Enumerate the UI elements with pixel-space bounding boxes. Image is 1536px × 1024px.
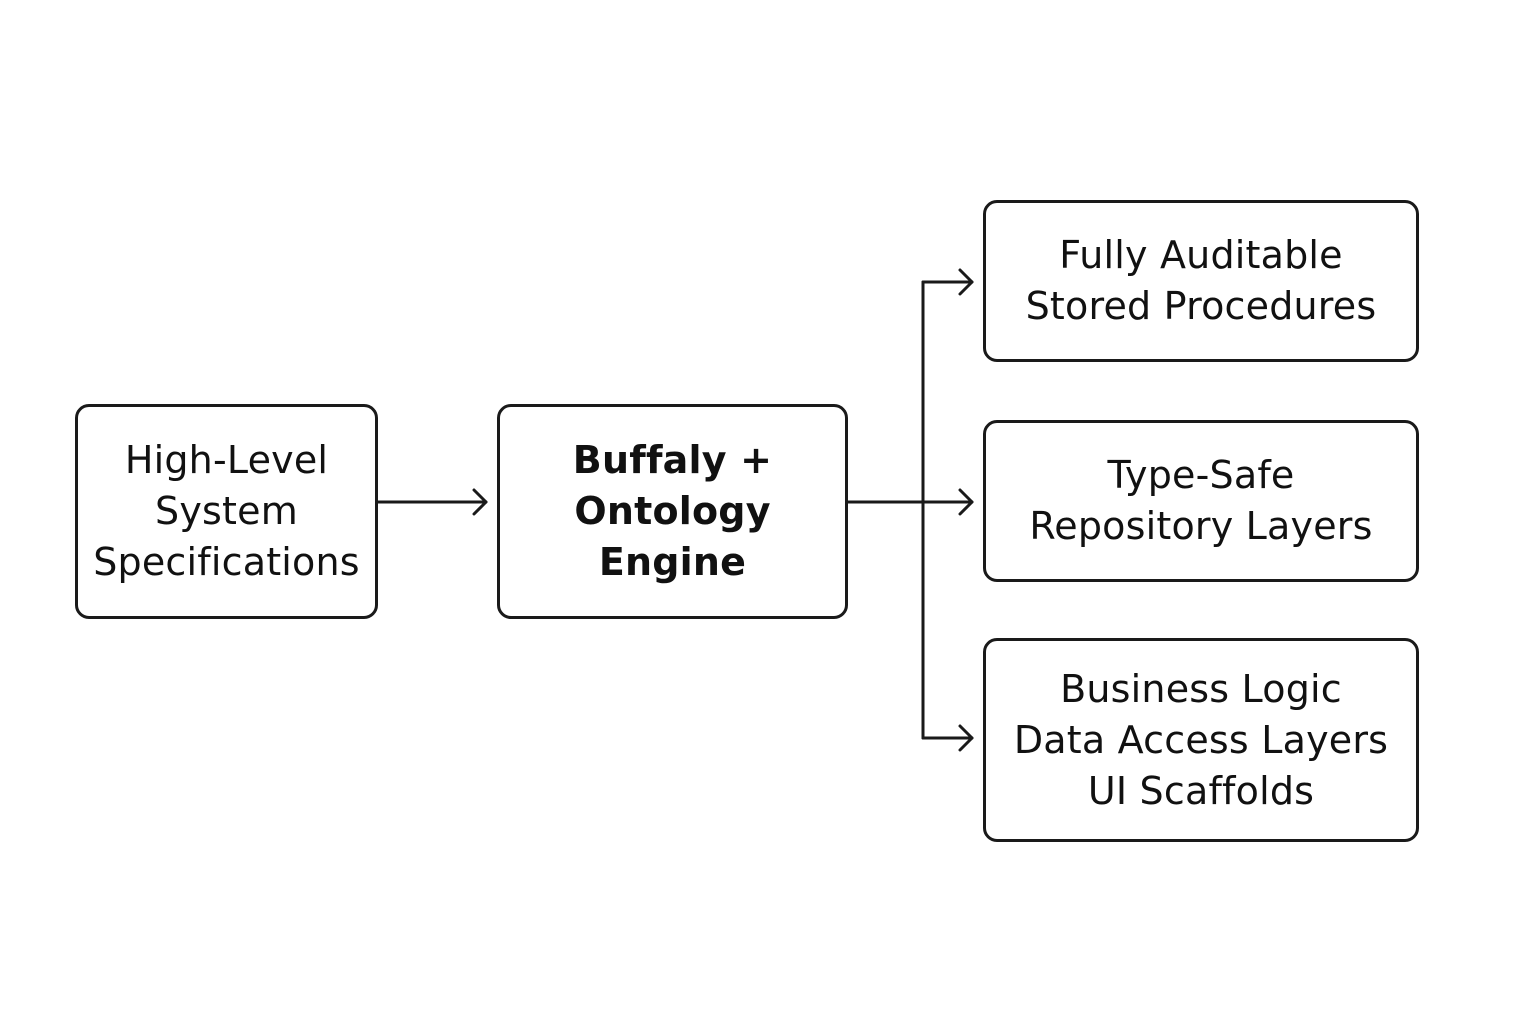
arrowhead-engine bbox=[472, 488, 488, 516]
node-label-line: Fully Auditable bbox=[1059, 233, 1343, 277]
node-repository-layers: Type-Safe Repository Layers bbox=[983, 420, 1419, 582]
node-label-line: Data Access Layers bbox=[1013, 717, 1389, 762]
node-stored-procedures: Fully Auditable Stored Procedures bbox=[983, 200, 1419, 362]
node-high-level-specifications: High-Level System Specifications bbox=[75, 404, 378, 619]
node-label-line: Stored Procedures bbox=[1025, 284, 1377, 328]
node-label-line: Buffaly + bbox=[572, 438, 773, 482]
node-label-line: System bbox=[155, 489, 298, 533]
node-label-line: High-Level bbox=[124, 438, 329, 482]
arrowhead-output-3 bbox=[958, 724, 974, 752]
arrowhead-output-2 bbox=[958, 488, 974, 516]
node-label-line: Engine bbox=[598, 540, 747, 584]
node-label-line: UI Scaffolds bbox=[1087, 768, 1315, 813]
node-label-line: Specifications bbox=[93, 540, 360, 584]
node-buffaly-ontology-engine: Buffaly + Ontology Engine bbox=[497, 404, 848, 619]
node-label-line: Business Logic bbox=[1060, 666, 1342, 711]
arrowhead-output-1 bbox=[958, 268, 974, 296]
node-business-logic-ui: Business Logic Data Access Layers UI Sca… bbox=[983, 638, 1419, 842]
node-label-line: Type-Safe bbox=[1107, 453, 1295, 497]
node-label-line: Repository Layers bbox=[1029, 504, 1373, 548]
node-label-line: Ontology bbox=[574, 489, 771, 533]
